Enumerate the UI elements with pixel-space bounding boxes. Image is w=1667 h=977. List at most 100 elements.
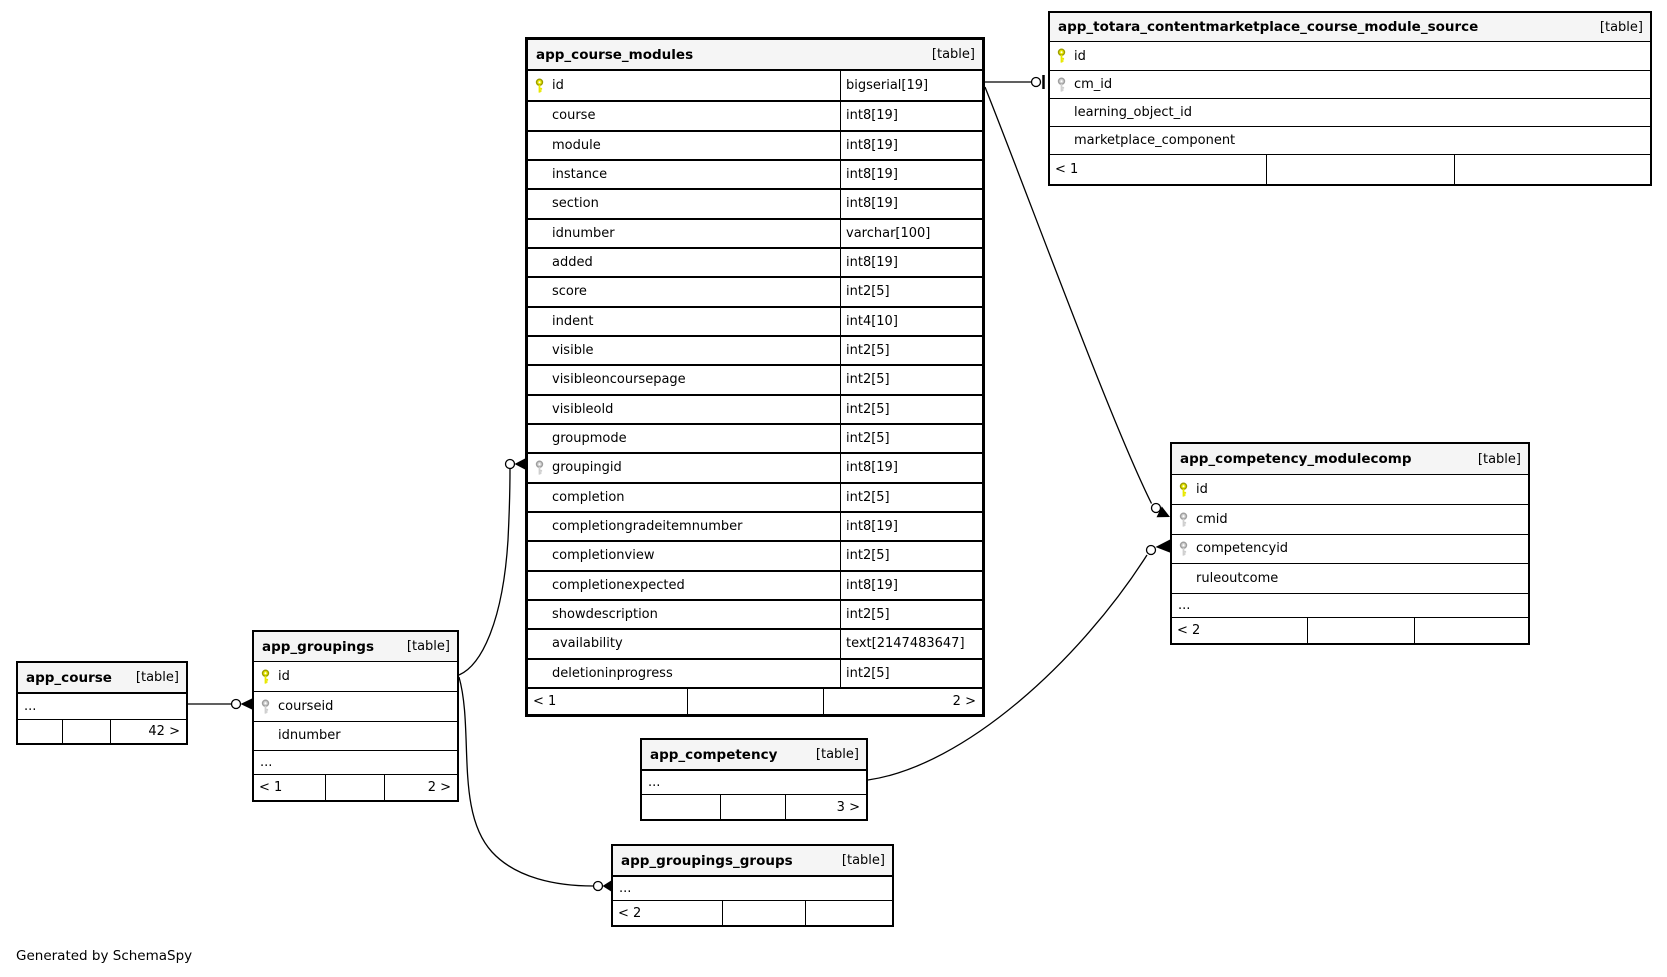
primary-key-icon	[1179, 482, 1188, 497]
degree-left: < 2	[1177, 622, 1201, 638]
column-row: competencyid	[1172, 533, 1528, 563]
degree-middle	[721, 901, 806, 925]
column-name: visibleold	[552, 401, 614, 417]
column-type: int8[19]	[840, 571, 982, 599]
column-row: idnumber	[254, 720, 457, 750]
column-name: groupmode	[552, 431, 627, 447]
column-name: marketplace_component	[1074, 133, 1236, 148]
column-name: availability	[552, 636, 623, 652]
table-node-app_competency[interactable]: app_competency[table]...3 >	[640, 738, 868, 821]
more-columns-indicator: ...	[1172, 592, 1528, 617]
column-type: int2[5]	[840, 424, 982, 453]
column-name: completionview	[552, 548, 655, 564]
column-type: int8[19]	[840, 102, 982, 130]
column-row: cmid	[1172, 504, 1528, 533]
column-type: int8[19]	[840, 248, 982, 277]
table-type-badge: [table]	[841, 853, 885, 868]
degree-middle	[61, 720, 111, 743]
column-name: indent	[552, 313, 594, 329]
degree-left: < 1	[533, 693, 557, 709]
column-name: deletioninprogress	[552, 665, 673, 681]
column-row: cm_id	[1050, 70, 1650, 98]
column-name: cmid	[1196, 512, 1228, 528]
relationship-crow-arrow	[1155, 539, 1171, 553]
column-row: id	[1172, 475, 1528, 504]
table-title[interactable]: app_competency	[650, 746, 778, 763]
primary-key-icon	[535, 78, 544, 93]
column-name: competencyid	[1196, 541, 1289, 557]
relationship-zero-circle	[1145, 544, 1157, 556]
degree-right: 2 >	[823, 688, 982, 714]
relationship-crow-arrow	[1156, 506, 1170, 518]
table-title[interactable]: app_totara_contentmarketplace_course_mod…	[1058, 19, 1479, 35]
primary-key-icon	[261, 669, 270, 684]
degree-middle	[720, 795, 785, 819]
foreign-key-icon	[535, 460, 544, 475]
table-header: app_groupings_groups [table]	[613, 846, 892, 876]
table-title[interactable]: app_groupings_groups	[621, 852, 793, 869]
table-footer: < 2	[613, 900, 892, 925]
more-columns-indicator: ...	[254, 750, 457, 774]
table-node-app_groupings_groups[interactable]: app_groupings_groups[table]...< 2	[611, 844, 894, 927]
column-row: learning_object_id	[1050, 98, 1650, 126]
column-type: bigserial[19]	[840, 71, 982, 101]
table-node-app_course_modules[interactable]: app_course_modules [table] id bigserial[19]…	[525, 37, 985, 717]
table-type-badge: [table]	[1599, 19, 1643, 35]
column-name: cm_id	[1074, 77, 1113, 92]
table-type-badge: [table]	[931, 47, 975, 62]
primary-key-icon	[1057, 48, 1066, 63]
column-row: ruleoutcome	[1172, 563, 1528, 592]
column-type: int8[19]	[840, 160, 982, 189]
table-title[interactable]: app_course	[26, 669, 112, 686]
table-node-app_course[interactable]: app_course[table]...42 >	[16, 661, 188, 745]
degree-middle	[686, 688, 823, 714]
column-name: visibleoncoursepage	[552, 372, 686, 388]
column-name: ruleoutcome	[1196, 570, 1279, 586]
table-type-badge: [table]	[1477, 451, 1521, 467]
table-header: app_course_modules [table]	[528, 40, 982, 71]
column-name: completion	[552, 489, 625, 505]
degree-left	[642, 795, 720, 819]
column-row: courseid	[254, 691, 457, 720]
column-type: int2[5]	[840, 483, 982, 511]
degree-middle	[1307, 617, 1414, 643]
column-name: id	[552, 78, 564, 94]
table-title[interactable]: app_competency_modulecomp	[1180, 451, 1412, 467]
column-name: visible	[552, 343, 594, 359]
table-node-app_competency_modulecomp[interactable]: app_competency_modulecomp [table] id cmid co…	[1170, 442, 1530, 645]
degree-right	[1414, 617, 1528, 643]
column-type: int8[19]	[840, 190, 982, 218]
table-header: app_competency[table]	[642, 740, 866, 770]
relationship-zero-circle	[592, 880, 604, 892]
column-row: completion int2[5]	[528, 481, 982, 511]
column-row: id	[1050, 42, 1650, 70]
column-name: id	[278, 669, 290, 685]
generated-by-note: Generated by SchemaSpy	[16, 948, 193, 964]
column-name: courseid	[278, 699, 334, 715]
table-title[interactable]: app_course_modules	[536, 46, 694, 63]
column-row: groupmode int2[5]	[528, 422, 982, 453]
more-columns-indicator: ...	[18, 693, 186, 719]
table-node-app_totara_contentmarketplace_course_module_source[interactable]: app_totara_contentmarketplace_course_mod…	[1048, 11, 1652, 186]
column-type: int2[5]	[840, 395, 982, 423]
degree-left: < 1	[259, 780, 283, 796]
table-footer: < 1	[1050, 154, 1650, 184]
relationship-zero-circle	[1150, 502, 1162, 514]
column-name: completionexpected	[552, 577, 685, 593]
column-name: completiongradeitemnumber	[552, 519, 743, 535]
table-title[interactable]: app_groupings	[262, 638, 374, 655]
table-header: app_course[table]	[18, 663, 186, 693]
table-footer: 42 >	[18, 719, 186, 743]
table-footer: < 1 2 >	[528, 686, 982, 714]
column-type: int2[5]	[840, 542, 982, 570]
